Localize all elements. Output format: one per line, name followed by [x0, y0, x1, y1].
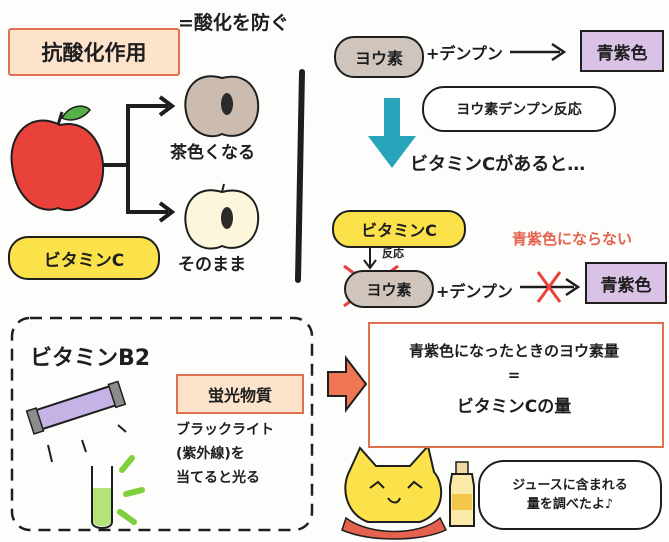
vitamin-c-pill-right: ビタミンC — [332, 210, 466, 248]
react-label: 反応 — [382, 247, 404, 260]
juice-bottle-icon — [449, 461, 475, 527]
vitamin-c-heading: ビタミンCがあると… — [410, 154, 586, 175]
teal-down-arrow-icon — [368, 98, 416, 168]
brown-label: 茶色くなる — [170, 143, 255, 163]
blocked-icon — [536, 271, 562, 303]
test-tube-icon — [91, 455, 145, 529]
iodine-pill-crossed: ヨウ素 — [344, 270, 434, 308]
result-label-2: 青紫色 — [600, 275, 652, 296]
desc-line1: ブラックライト — [176, 422, 274, 438]
fluorescent-label: 蛍光物質 — [207, 386, 272, 405]
desc-line3: 当てると光る — [176, 470, 260, 486]
title-equals-text: =酸化を防ぐ — [178, 12, 289, 34]
equation-line2: ビタミンCの量 — [456, 397, 572, 417]
equation-equal: = — [507, 366, 521, 384]
result-box: 青紫色 — [580, 30, 664, 72]
orange-arrow-icon — [327, 355, 368, 413]
red-apple-icon — [10, 105, 105, 212]
vitamin-b2-description: ブラックライト (紫外線)を 当てると光る — [176, 418, 316, 490]
brown-apple-icon — [184, 75, 260, 138]
speech-line2: 量を調べたよ♪ — [526, 497, 614, 512]
not-purple-text: 青紫色にならない — [512, 230, 633, 248]
desc-line2: (紫外線)を — [176, 446, 245, 462]
plus-starch-text: +デンプン — [426, 44, 503, 63]
iodine-label-crossed: ヨウ素 — [366, 280, 412, 299]
fluorescent-box: 蛍光物質 — [176, 374, 304, 414]
vitamin-c-label: ビタミンC — [43, 250, 125, 271]
blacklight-icon — [25, 380, 127, 463]
same-label: そのまま — [178, 255, 246, 275]
result-label: 青紫色 — [596, 43, 648, 64]
title-text: 抗酸化作用 — [41, 41, 147, 65]
vitamin-c-pill: ビタミンC — [8, 236, 160, 280]
equation-line1: 青紫色になったときのヨウ素量 — [408, 342, 619, 360]
reaction-bubble: ヨウ素デンプン反応 — [422, 86, 616, 132]
vitamin-b2-title: ビタミンB2 — [30, 346, 151, 371]
title-box: 抗酸化作用 — [8, 28, 180, 76]
vitamin-c-label-right: ビタミンC — [361, 221, 437, 240]
result-box-2: 青紫色 — [585, 262, 667, 304]
reaction-bubble-text: ヨウ素デンプン反応 — [456, 102, 582, 118]
speech-bubble: ジュースに含まれる 量を調べたよ♪ — [478, 460, 662, 530]
speech-line1: ジュースに含まれる — [512, 478, 628, 493]
iodine-label: ヨウ素 — [354, 49, 403, 68]
iodine-pill: ヨウ素 — [334, 36, 424, 78]
fresh-apple-icon — [184, 183, 260, 250]
plus-starch-text-2: +デンプン — [436, 282, 513, 301]
cat-mascot-icon — [341, 443, 448, 540]
equation-box — [368, 322, 664, 448]
